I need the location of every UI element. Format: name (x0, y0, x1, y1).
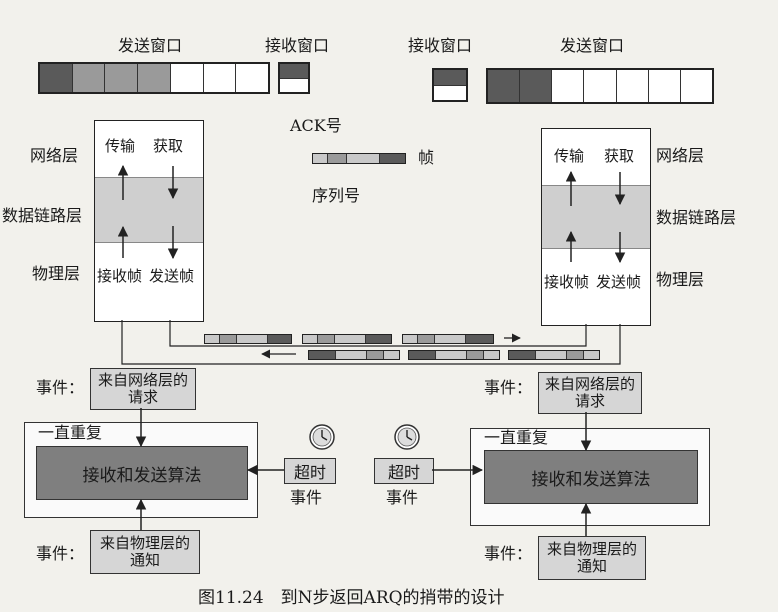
right-physical-layer-label: 物理层 (656, 270, 705, 289)
window-cell (434, 85, 466, 100)
left-algorithm-box: 接收和发送算法 (36, 446, 248, 500)
right-loop-label: 一直重复 (484, 428, 549, 447)
right-network-request-box: 来自网络层的请求 (538, 372, 642, 414)
window-cell (72, 64, 106, 92)
window-cell (203, 64, 237, 92)
left-send-window-label: 发送窗口 (118, 36, 183, 55)
left-event-label-bottom: 事件： (36, 544, 85, 563)
fetch-label: 获取 (604, 147, 635, 165)
left-recv-window (278, 62, 310, 94)
wire-outer (121, 320, 621, 365)
ack-label: ACK号 (290, 116, 342, 135)
window-cell (616, 70, 649, 102)
left-timeout-event-label: 事件 (290, 488, 323, 507)
transmit-label: 传输 (554, 147, 585, 165)
left-datalink-layer-label: 数据链路层 (2, 206, 83, 225)
wire-frame (302, 334, 392, 344)
window-cell (584, 70, 617, 102)
window-cell (138, 64, 171, 92)
right-timeout-box: 超时 (374, 458, 434, 484)
right-send-window-label: 发送窗口 (560, 36, 625, 55)
right-physical-notify-box: 来自物理层的通知 (538, 536, 646, 580)
left-timeout-box: 超时 (284, 458, 336, 484)
recv-frame-label: 接收帧 (97, 267, 143, 285)
right-event-label-top: 事件： (484, 378, 533, 397)
transmit-label: 传输 (105, 137, 136, 155)
seq-label: 序列号 (312, 186, 361, 205)
left-send-window (38, 62, 270, 94)
right-recv-window-label: 接收窗口 (408, 36, 473, 55)
window-cell (280, 78, 308, 92)
frame-label: 帧 (418, 148, 435, 167)
left-physical-notify-box: 来自物理层的通知 (90, 530, 200, 574)
right-protocol-stack: 传输 获取 接收帧 发送帧 (541, 128, 651, 326)
window-cell (552, 70, 585, 102)
fetch-label: 获取 (153, 137, 184, 155)
wire-frame (402, 334, 494, 344)
right-event-label-bottom: 事件： (484, 544, 533, 563)
wire-frame (508, 350, 600, 360)
window-cell (280, 64, 308, 79)
send-frame-label: 发送帧 (149, 267, 195, 285)
window-cell (40, 64, 73, 92)
recv-frame-label: 接收帧 (544, 273, 590, 291)
right-clock-icon (394, 424, 420, 450)
legend-frame (312, 153, 406, 164)
window-cell (236, 64, 269, 92)
send-frame-label: 发送帧 (596, 273, 642, 291)
window-cell (105, 64, 139, 92)
window-cell (648, 70, 681, 102)
datalink-band (95, 177, 203, 243)
window-cell (170, 64, 204, 92)
window-cell (434, 70, 466, 86)
window-cell (488, 70, 521, 102)
right-datalink-layer-label: 数据链路层 (656, 208, 737, 227)
left-clock-icon (309, 424, 335, 450)
right-network-layer-label: 网络层 (656, 146, 705, 165)
left-network-layer-label: 网络层 (30, 146, 79, 165)
right-send-window (486, 68, 714, 104)
left-network-request-box: 来自网络层的请求 (90, 368, 196, 410)
window-cell (520, 70, 553, 102)
wire-top (169, 320, 587, 347)
left-loop-label: 一直重复 (38, 423, 103, 442)
left-event-label-top: 事件： (36, 378, 85, 397)
left-protocol-stack: 传输 获取 接收帧 发送帧 (94, 120, 204, 322)
wire-frame (308, 350, 400, 360)
wire-frame (408, 350, 500, 360)
left-recv-window-label: 接收窗口 (265, 36, 330, 55)
right-timeout-event-label: 事件 (386, 488, 419, 507)
datalink-band (542, 185, 650, 249)
wire-frame (204, 334, 292, 344)
left-physical-layer-label: 物理层 (32, 264, 81, 283)
figure-caption: 图11.24 到N步返回ARQ的捎带的设计 (198, 588, 505, 608)
right-recv-window (432, 68, 468, 102)
window-cell (680, 70, 712, 102)
